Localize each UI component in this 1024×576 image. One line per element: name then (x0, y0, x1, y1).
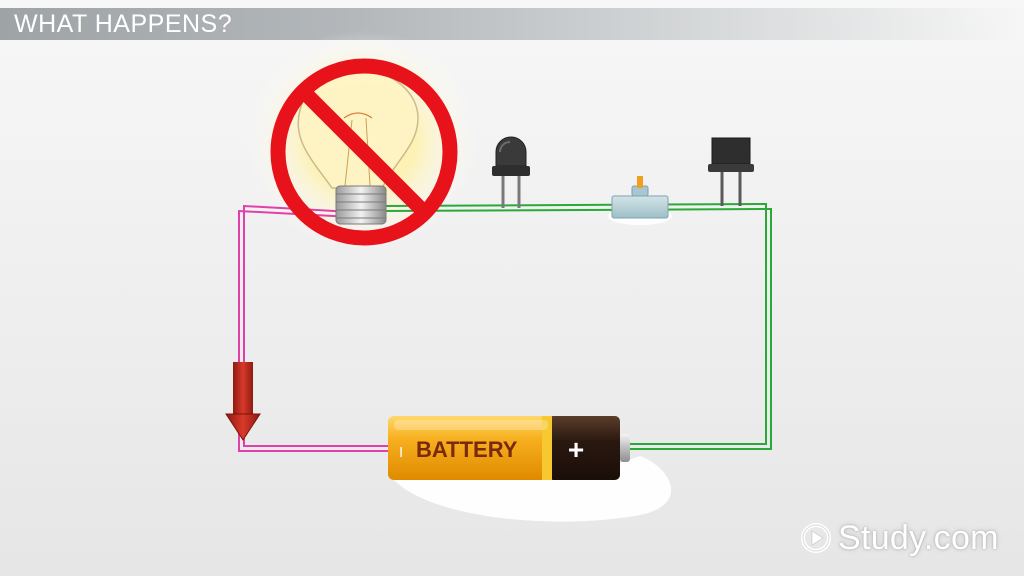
battery-label: BATTERY (416, 437, 518, 462)
study-logo: Study.com (800, 518, 999, 558)
switch-icon (608, 176, 672, 225)
battery-positive-symbol: + (568, 434, 584, 465)
capacitor-icon (708, 137, 754, 206)
battery-negative-symbol: I (399, 444, 403, 461)
prohibition-icon (270, 58, 458, 246)
page-title: WHAT HAPPENS? (14, 10, 233, 38)
current-arrow-icon (225, 362, 261, 441)
logo-text: Study.com (838, 518, 999, 557)
title-bar: WHAT HAPPENS? (0, 8, 1024, 40)
right-wire (379, 202, 772, 450)
play-icon (801, 523, 831, 553)
battery (388, 416, 630, 480)
led-icon (492, 136, 530, 208)
